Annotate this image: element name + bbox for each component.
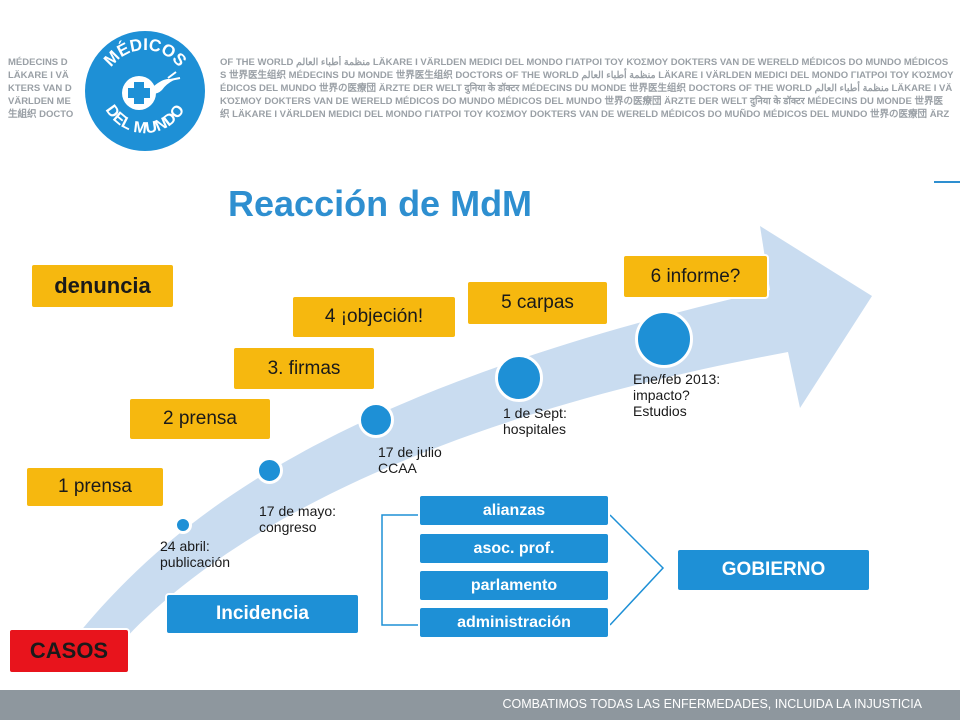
- denuncia-label: denuncia: [30, 263, 175, 309]
- step-4-objecion: 4 ¡objeción!: [291, 295, 457, 339]
- milestone-label-5: Ene/feb 2013: impacto? Estudios: [633, 371, 721, 419]
- incidencia-item-alianzas: alianzas: [418, 494, 610, 527]
- gobierno-box: GOBIERNO: [676, 548, 871, 592]
- incidencia-item-parlamento: parlamento: [418, 569, 610, 602]
- footer-bar: [0, 690, 960, 720]
- incidencia-item-administracion: administración: [418, 606, 610, 639]
- footer-slogan: COMBATIMOS TODAS LAS ENFERMEDADES, INCLU…: [502, 697, 922, 711]
- step-2-prensa: 2 prensa: [128, 397, 272, 441]
- dove-cross-icon: [122, 71, 181, 110]
- step-3-firmas: 3. firmas: [232, 346, 376, 391]
- incidencia-box: Incidencia: [165, 593, 360, 635]
- step-6-informe: 6 informe?: [622, 254, 769, 299]
- milestone-dot-3: [358, 402, 394, 438]
- milestone-label-4: 1 de Sept: hospitales: [503, 405, 567, 437]
- step-5-carpas: 5 carpas: [466, 280, 609, 326]
- step-1-prensa: 1 prensa: [25, 466, 165, 508]
- milestone-dot-1: [174, 516, 192, 534]
- slide-title: Reacción de MdM: [228, 183, 533, 224]
- casos-label: CASOS: [8, 628, 130, 674]
- milestone-label-2: 17 de mayo: congreso: [259, 503, 337, 535]
- medicos-del-mundo-logo: MÉDICOS DEL MUNDO: [84, 30, 206, 152]
- accent-line: [934, 181, 960, 183]
- milestone-dot-2: [256, 457, 283, 484]
- banner-left-text: MÉDECINS D LÄKARE I VÄ KTERS VAN D VÄRLD…: [8, 57, 74, 120]
- incidencia-item-asoc-prof: asoc. prof.: [418, 532, 610, 565]
- multilingual-banner: MÉDECINS D LÄKARE I VÄ KTERS VAN D VÄRLD…: [0, 40, 960, 130]
- banner-right-text: OF THE WORLD منظمة أطباء العالم LÄKARE I…: [220, 57, 956, 120]
- milestone-dot-4: [495, 354, 543, 402]
- milestone-label-3: 17 de julio CCAA: [378, 444, 442, 476]
- milestone-label-1: 24 abril: publicación: [160, 538, 231, 570]
- milestone-dot-5: [635, 310, 693, 368]
